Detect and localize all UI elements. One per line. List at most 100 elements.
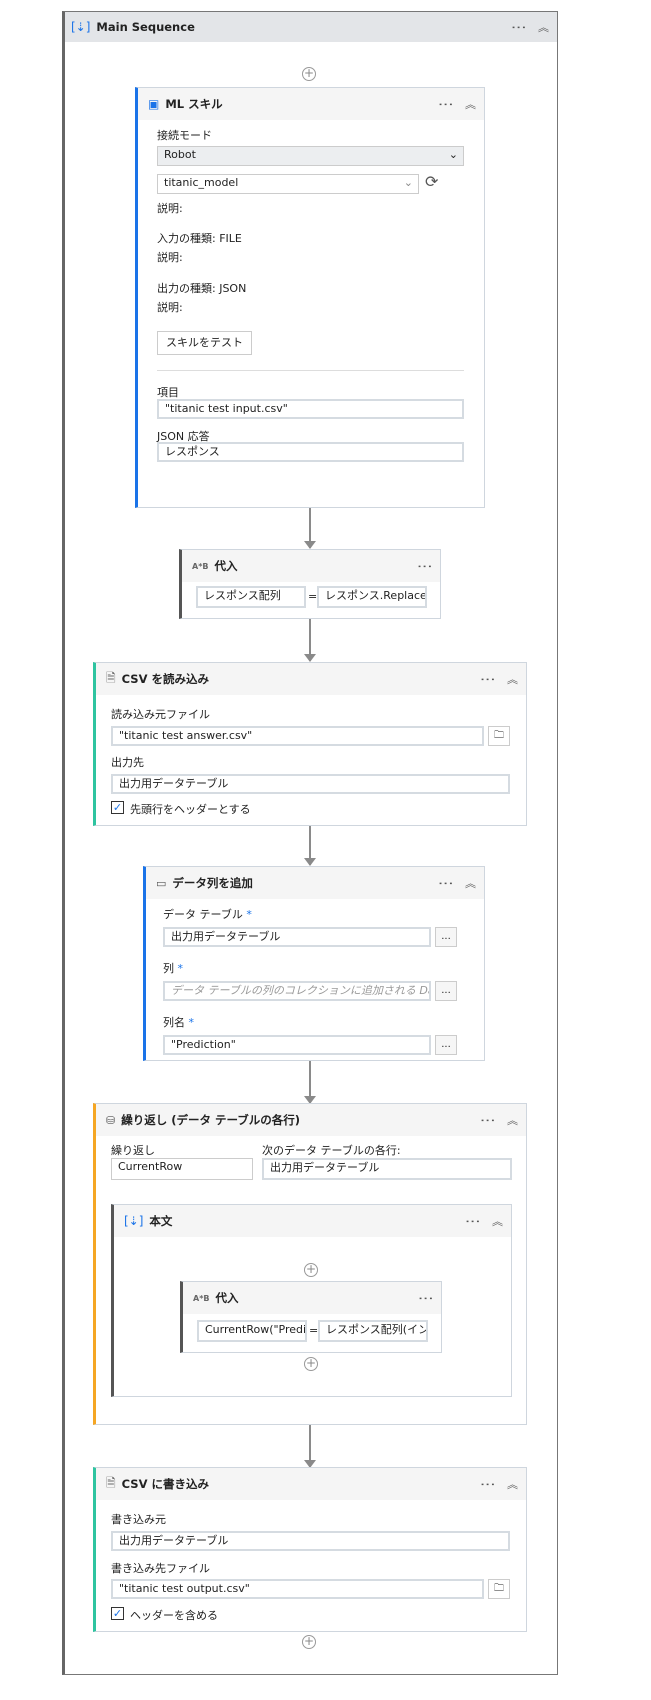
read-csv-card[interactable]: 🗎 CSV を読み込み ⋮ ︽ 読み込み元ファイル "titanic test a… [93,662,527,826]
read-csv-title: CSV を読み込み [121,672,209,686]
table-icon: ▭ [156,876,167,890]
chevron-down-icon: ⌄ [448,148,458,161]
collapse-icon[interactable]: ︽ [507,1478,518,1491]
json-response-input[interactable]: レスポンス [157,442,464,462]
collapse-icon[interactable]: ︽ [538,21,549,34]
in-table-input[interactable]: 出力用データテーブル [262,1158,512,1180]
more-options-icon[interactable]: ⋮ [479,1476,497,1492]
for-each-row-card[interactable]: ⛁ 繰り返し (データ テーブルの各行) ⋮︽ 繰り返し CurrentRow … [93,1103,527,1425]
json-response-label: JSON 応答 [157,430,210,443]
more-options-icon[interactable]: ⋮ [510,19,528,35]
assign-icon: A*B [193,1293,210,1303]
body-header: [⇣] 本文 ⋮ ︽ [114,1205,511,1237]
more-options-icon[interactable]: ⋮ [437,875,455,891]
flow-arrow [304,508,316,549]
assign-value-input[interactable]: レスポンス配列(インデ [318,1320,428,1342]
header-checkbox[interactable]: ✓ [111,801,124,814]
folder-icon[interactable]: 🗀 [488,1579,510,1599]
column-name-label: 列名 * [163,1016,194,1029]
collapse-icon[interactable]: ︽ [465,877,476,890]
refresh-icon[interactable]: ⟳ [425,172,439,191]
flow-arrow [304,619,316,662]
assign-header: A*B 代入 ⋮ [183,1282,441,1314]
assign-header: A*B 代入 ⋮ [182,550,440,582]
file-read-icon: 🗎 [106,670,116,685]
column-input[interactable]: データ テーブルの列のコレクションに追加される DataCol [163,981,431,1001]
more-options-icon[interactable]: ⋮ [479,1112,497,1128]
include-header-checkbox[interactable]: ✓ [111,1607,124,1620]
flow-arrow [304,1425,316,1468]
output-label: 出力先 [111,756,144,769]
output-type-label: 出力の種類: JSON [157,282,247,295]
body-sequence-card[interactable]: [⇣] 本文 ⋮ ︽ + A*B 代入 ⋮ CurrentRow("Predi =… [111,1204,512,1397]
file-write-icon: 🗎 [106,1475,116,1490]
ml-skill-card[interactable]: ▣ ML スキル ⋮︽ 接続モード Robot⌄ titanic_model⌄ … [135,87,485,508]
collapse-icon[interactable]: ︽ [465,98,476,111]
ml-skill-title: ML スキル [165,97,223,111]
more-options-icon[interactable]: ⋮ [437,96,455,112]
main-sequence-header[interactable]: [⇣] Main Sequence ⋮ ︽ [65,12,557,42]
loop-header: ⛁ 繰り返し (データ テーブルの各行) ⋮ ︽ [96,1104,526,1136]
test-skill-button[interactable]: スキルをテスト [157,331,252,355]
divider [157,370,464,371]
source-file-label: 読み込み元ファイル [111,708,210,721]
more-options-icon[interactable]: ⋮ [416,558,434,574]
chevron-down-icon: ⌄ [403,176,413,189]
more-options-icon[interactable]: ⋮ [464,1213,482,1229]
assign-title: 代入 [215,1291,239,1305]
write-source-label: 書き込み元 [111,1513,166,1526]
collapse-icon[interactable]: ︽ [492,1215,503,1228]
folder-icon[interactable]: 🗀 [488,726,510,746]
source-file-input[interactable]: "titanic test answer.csv" [111,726,484,746]
input-type-label: 入力の種類: FILE [157,232,242,245]
sequence-icon: [⇣] [124,1214,144,1228]
assign-title: 代入 [214,559,238,573]
more-options-icon[interactable]: ⋮ [417,1290,435,1306]
header-checkbox-label: 先頭行をヘッダーとする [130,803,251,816]
assign-to-input[interactable]: CurrentRow("Predi [197,1320,307,1342]
assign-card[interactable]: A*B 代入 ⋮ CurrentRow("Predi = レスポンス配列(インデ [180,1281,442,1353]
add-activity-plus-icon[interactable]: + [304,1356,318,1371]
add-data-column-card[interactable]: ▭ データ列を追加 ⋮︽ データ テーブル * 出力用データテーブル ... 列… [143,866,485,1061]
data-table-browse-button[interactable]: ... [435,927,457,947]
add-activity-plus-icon[interactable]: + [302,66,316,81]
dest-file-label: 書き込み先ファイル [111,1562,210,1575]
read-csv-header: 🗎 CSV を読み込み ⋮ ︽ [96,663,526,695]
more-options-icon[interactable]: ⋮ [479,671,497,687]
write-csv-title: CSV に書き込み [121,1477,209,1491]
add-activity-plus-icon[interactable]: + [302,1634,316,1649]
sequence-icon: [⇣] [71,20,91,34]
add-column-header: ▭ データ列を追加 ⋮ ︽ [146,867,484,899]
loop-title: 繰り返し (データ テーブルの各行) [121,1113,301,1127]
main-sequence-title: Main Sequence [96,20,195,34]
collapse-icon[interactable]: ︽ [507,673,518,686]
column-name-browse-button[interactable]: ... [435,1035,457,1055]
column-label: 列 * [163,962,183,975]
assign-value-input[interactable]: レスポンス.Replace(" [317,586,427,608]
item-input[interactable]: "titanic test input.csv" [157,399,464,419]
equals-sign: = [309,1324,319,1337]
iterator-input[interactable]: CurrentRow [111,1158,253,1180]
write-csv-header: 🗎 CSV に書き込み ⋮ ︽ [96,1468,526,1500]
column-browse-button[interactable]: ... [435,981,457,1001]
item-label: 項目 [157,386,179,399]
assign-card[interactable]: A*B 代入 ⋮ レスポンス配列 = レスポンス.Replace(" [179,549,441,619]
ml-chip-icon: ▣ [148,97,160,111]
ml-skill-header: ▣ ML スキル ⋮ ︽ [138,88,484,120]
output-input[interactable]: 出力用データテーブル [111,774,510,794]
add-column-title: データ列を追加 [172,876,253,890]
column-name-input[interactable]: "Prediction" [163,1035,431,1055]
add-activity-plus-icon[interactable]: + [304,1262,318,1277]
collapse-icon[interactable]: ︽ [507,1114,518,1127]
data-table-input[interactable]: 出力用データテーブル [163,927,431,947]
database-icon: ⛁ [106,1113,116,1127]
conn-mode-select[interactable]: Robot⌄ [157,146,464,166]
dest-file-input[interactable]: "titanic test output.csv" [111,1579,484,1599]
body-title: 本文 [149,1214,173,1228]
write-csv-card[interactable]: 🗎 CSV に書き込み ⋮ ︽ 書き込み元 出力用データテーブル 書き込み先ファイ… [93,1467,527,1632]
write-source-input[interactable]: 出力用データテーブル [111,1531,510,1551]
description-label: 説明: [157,202,183,215]
model-select[interactable]: titanic_model⌄ [157,174,419,194]
assign-to-input[interactable]: レスポンス配列 [196,586,306,608]
iterator-label: 繰り返し [111,1144,155,1157]
